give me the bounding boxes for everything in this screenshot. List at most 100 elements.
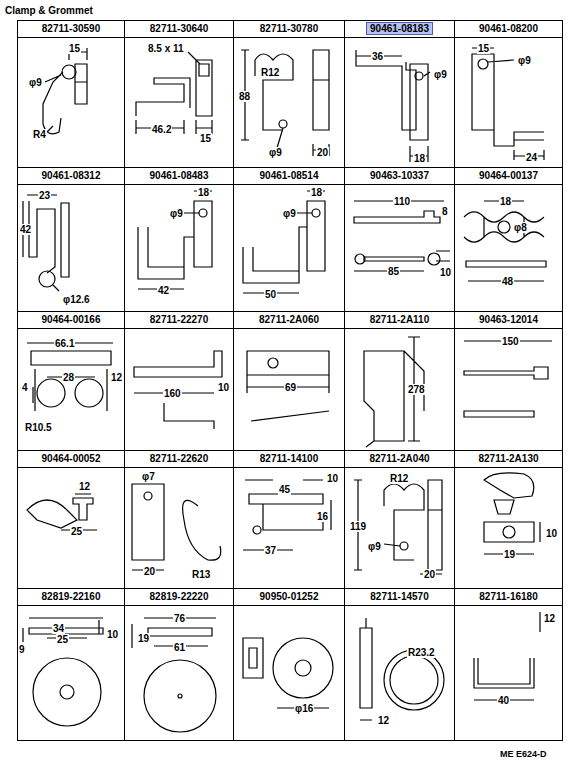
page-title: Clamp & Grommet xyxy=(5,5,93,16)
part-cell: 82819-221603410925 xyxy=(17,588,125,741)
dimension-label: 18 xyxy=(499,196,512,207)
part-hole xyxy=(384,650,444,710)
dimension-label: φ9 xyxy=(169,208,184,219)
dimension-label: 12 xyxy=(110,372,123,383)
part-number: 90461-08312 xyxy=(39,170,104,181)
dimension-label: 37 xyxy=(264,545,277,556)
part-header: 90461-08312 xyxy=(18,168,124,185)
part-outline xyxy=(464,341,552,417)
part-number: 82711-30590 xyxy=(39,23,103,34)
part-outline xyxy=(27,343,113,411)
part-header: 82711-2A060 xyxy=(234,312,344,329)
part-header: 90461-08514 xyxy=(234,168,344,185)
part-illustration xyxy=(27,343,113,411)
dimension-label: 76 xyxy=(173,613,186,624)
part-hole xyxy=(62,65,76,79)
dimension-label: 85 xyxy=(387,266,400,277)
dimension-label: 88 xyxy=(238,91,251,102)
dimension-label: 50 xyxy=(264,289,277,300)
part-illustration xyxy=(484,473,540,554)
dimension-label: 8.5 x 11 xyxy=(147,43,185,54)
part-hole xyxy=(503,526,515,538)
part-illustration xyxy=(464,341,552,417)
part-cell: 90461-08483φ91842 xyxy=(124,167,234,312)
part-cell: 82711-2A060 69 xyxy=(233,311,345,451)
dimension-label: 15 xyxy=(477,43,490,54)
part-header: 90461-08483 xyxy=(125,168,233,185)
part-cell: 82819-22220 76 19 61 xyxy=(124,588,234,741)
part-outline xyxy=(136,52,212,134)
part-illustration xyxy=(23,195,69,291)
part-hole xyxy=(400,542,408,550)
dimension-label: 28 xyxy=(62,372,75,383)
part-hole xyxy=(37,379,65,407)
part-hole xyxy=(355,254,365,264)
part-number: 82711-14100 xyxy=(257,453,321,464)
dimension-label: φ8 xyxy=(513,222,528,233)
dimension-label: 10 xyxy=(545,528,558,539)
dimension-label: 25 xyxy=(56,634,69,645)
dimension-label: 18 xyxy=(310,187,323,198)
part-header: 82711-14570 xyxy=(345,589,454,606)
part-illustration xyxy=(138,191,212,289)
dimension-label: 9 xyxy=(18,644,26,655)
dimension-label: 69 xyxy=(284,382,297,393)
part-hole xyxy=(478,59,488,69)
part-illustration xyxy=(43,48,87,134)
part-illustration xyxy=(464,201,546,281)
part-number: 82711-2A110 xyxy=(367,314,433,325)
part-cell: 90464-0013718φ848 xyxy=(454,167,563,312)
dimension-label: 48 xyxy=(501,276,514,287)
part-cell: 90463-12014150 xyxy=(454,311,563,451)
part-header: 82711-22270 xyxy=(125,312,233,329)
part-illustration xyxy=(247,351,329,421)
part-hole xyxy=(75,379,103,407)
dimension-label: 42 xyxy=(19,224,32,235)
part-number: 82711-14570 xyxy=(367,591,431,602)
part-number: 90464-00052 xyxy=(39,453,104,464)
part-hole xyxy=(295,660,311,676)
part-number: 82711-2A040 xyxy=(366,453,432,464)
part-number: 82711-2A060 xyxy=(256,314,322,325)
part-header: 82819-22220 xyxy=(125,589,233,606)
part-illustration xyxy=(27,494,97,530)
part-outline xyxy=(484,473,540,554)
dimension-label: 24 xyxy=(525,152,538,163)
part-outline xyxy=(23,195,69,291)
dimension-label: 20 xyxy=(423,569,436,580)
dimension-label: 20 xyxy=(316,147,329,158)
dimension-label: 42 xyxy=(157,285,170,296)
dimension-label: 25 xyxy=(70,526,83,537)
part-header: 90461-08200 xyxy=(455,21,562,38)
part-header: 82711-2A110 xyxy=(345,312,454,329)
dimension-label: 10 xyxy=(326,473,339,484)
part-illustration xyxy=(354,201,450,271)
part-hole xyxy=(144,492,152,500)
part-header: 90461-08183 xyxy=(345,21,454,38)
dimension-label: 12 xyxy=(543,613,556,624)
part-hole xyxy=(268,358,278,368)
dimension-label: 36 xyxy=(371,51,384,62)
part-hole xyxy=(279,120,287,128)
part-header: 82711-14100 xyxy=(234,451,344,468)
dimension-label: 34 xyxy=(52,623,65,634)
catalog-code: ME E624-D xyxy=(500,749,547,759)
part-cell: 82711-30780R1288φ920 xyxy=(233,20,345,168)
dimension-label: 45 xyxy=(278,484,291,495)
part-cell: 82711-2227010160 xyxy=(124,311,234,451)
part-hole xyxy=(498,221,510,233)
part-header: 90464-00166 xyxy=(18,312,124,329)
dimension-label: 61 xyxy=(173,642,186,653)
part-illustration xyxy=(132,618,216,732)
part-cell: 82711-2A110278 xyxy=(344,311,455,451)
part-number: 82711-22620 xyxy=(147,453,211,464)
part-number: 82819-22160 xyxy=(39,591,104,602)
part-number: 82819-22220 xyxy=(147,591,212,602)
dimension-label: 19 xyxy=(137,633,150,644)
dimension-label: 10 xyxy=(217,382,230,393)
dimension-label: 12 xyxy=(78,481,91,492)
part-cell: 82711-3059015φ9R4 xyxy=(17,20,125,168)
part-outline xyxy=(243,480,331,550)
part-hole xyxy=(33,658,101,726)
